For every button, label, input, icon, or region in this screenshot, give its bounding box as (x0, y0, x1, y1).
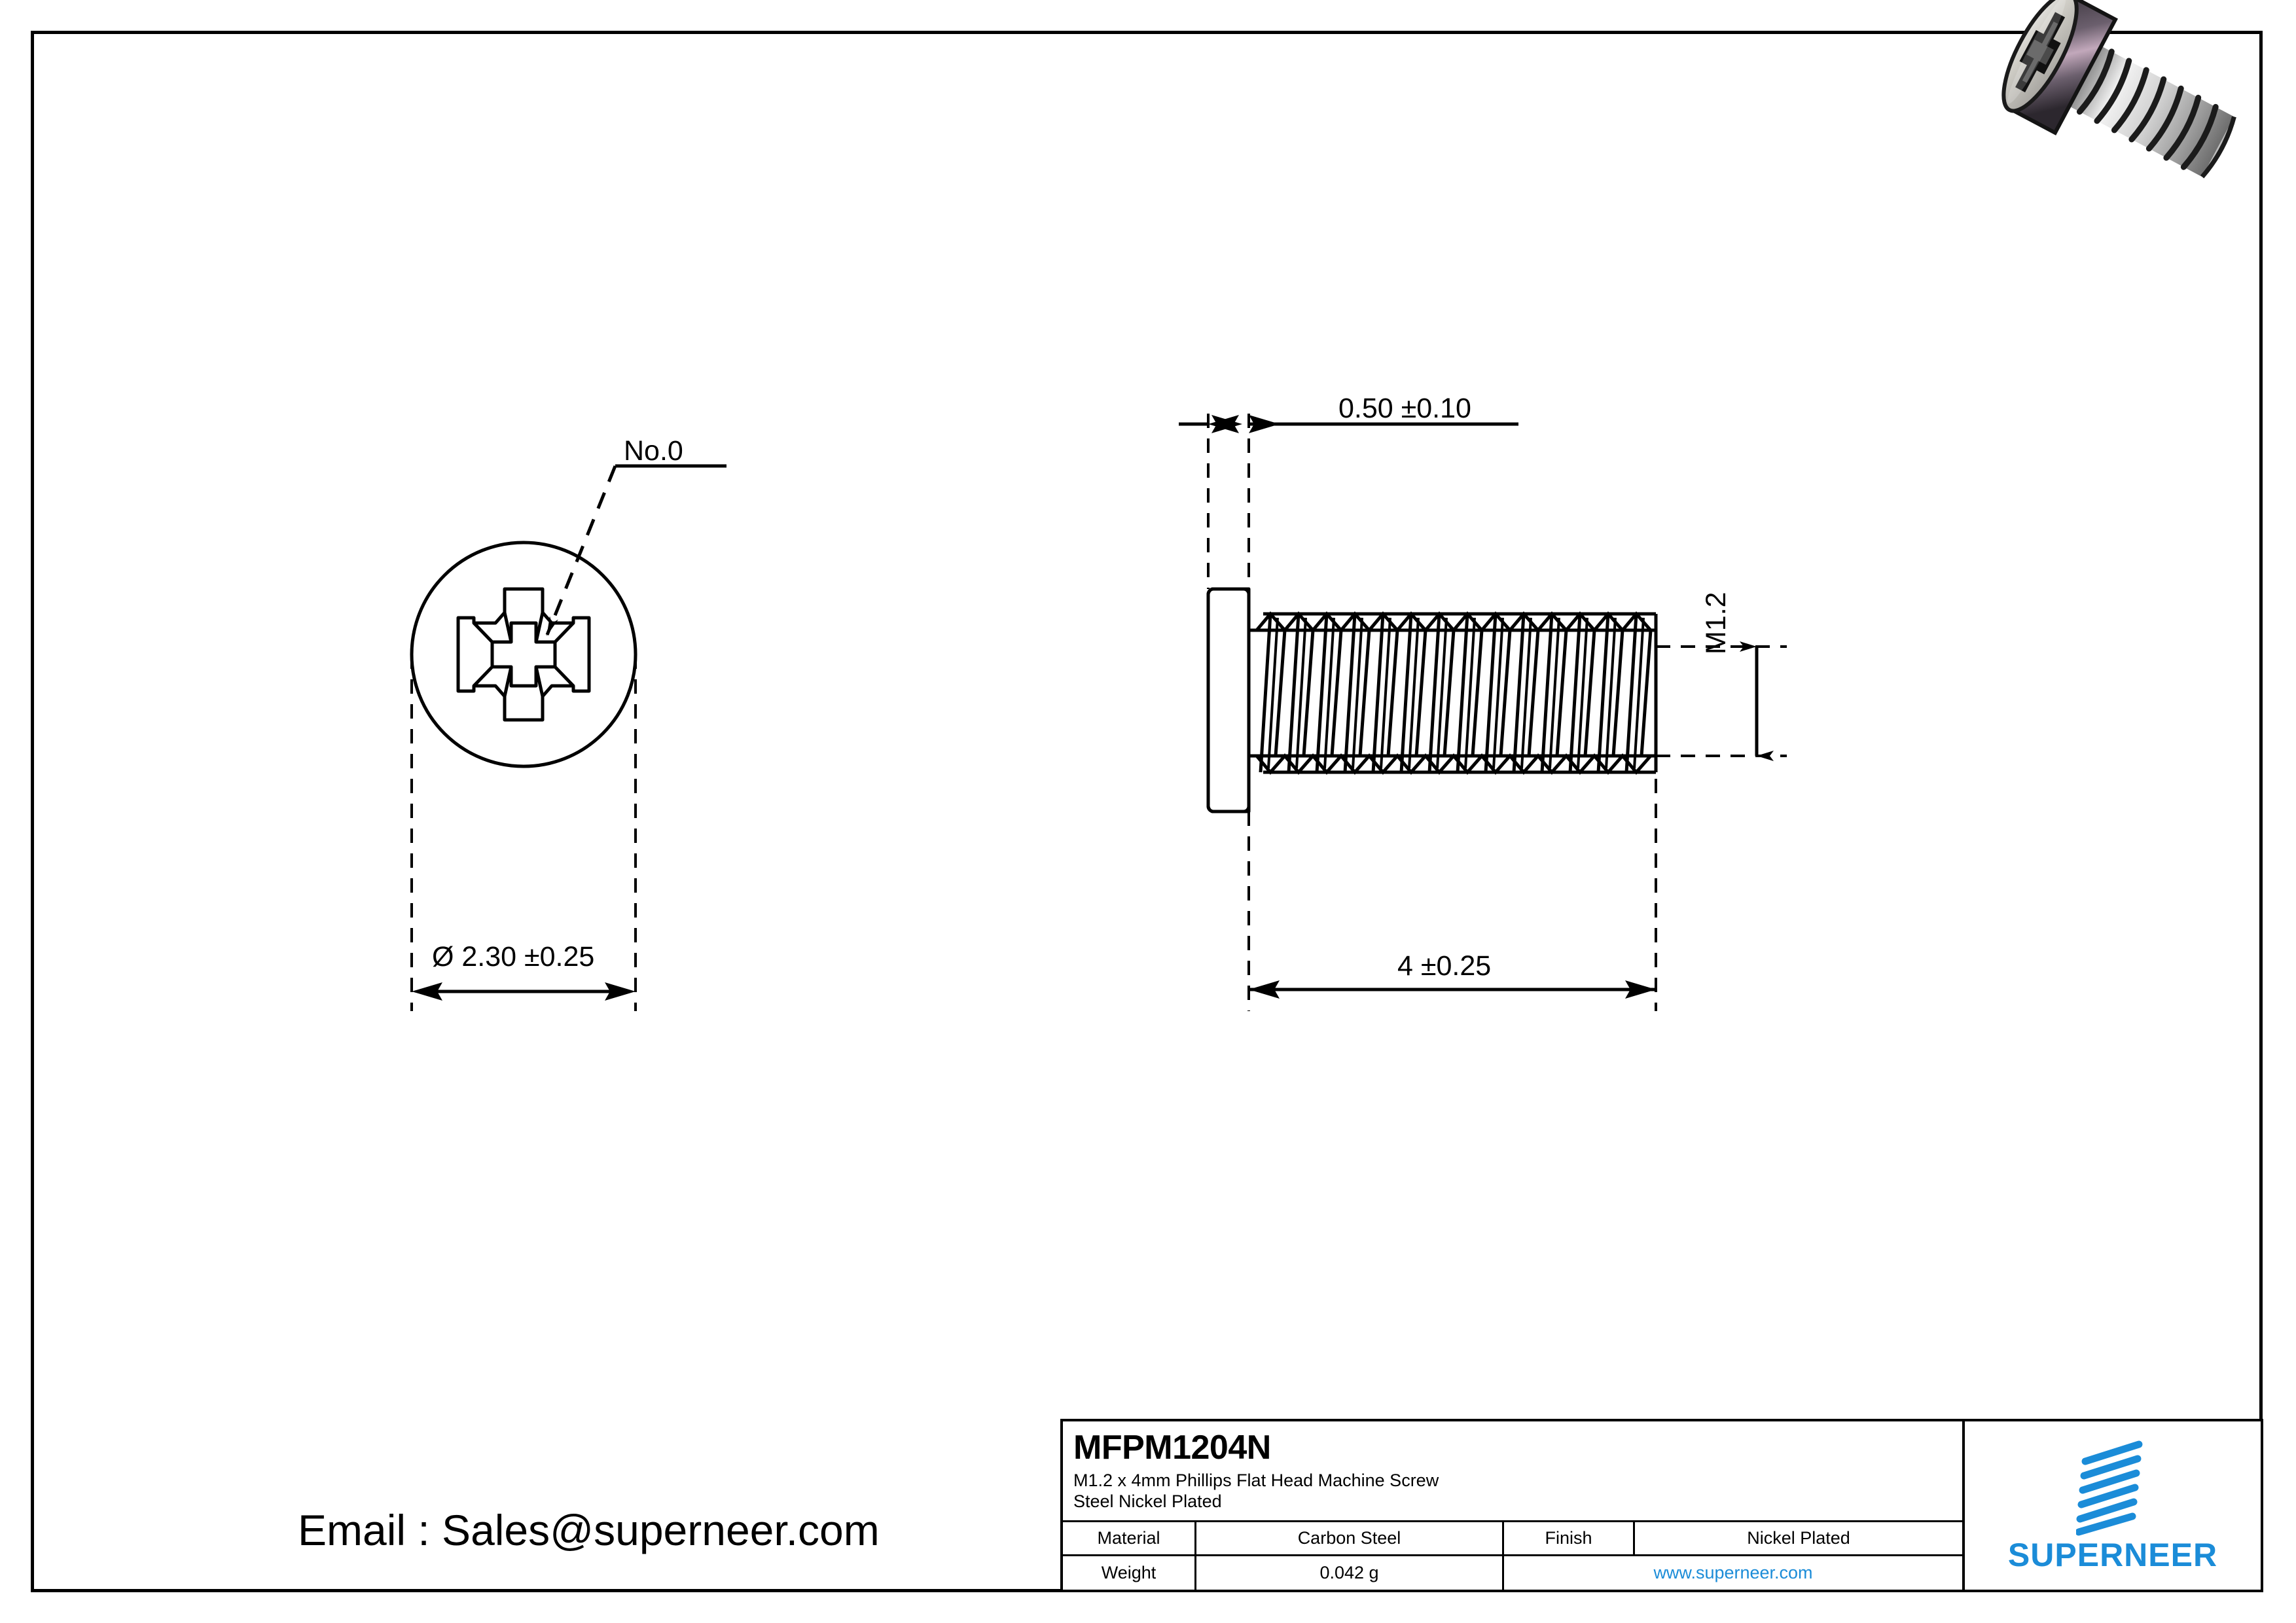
finish-value: Nickel Plated (1747, 1527, 1850, 1548)
weight-label: Weight (1063, 1556, 1196, 1590)
part-description-line-2: Steel Nickel Plated (1073, 1491, 1222, 1511)
part-number: MFPM1204N (1073, 1429, 1271, 1467)
drawing-border-frame (31, 31, 2263, 1592)
part-identity: MFPM1204N M1.2 x 4mm Phillips Flat Head … (1063, 1421, 1962, 1522)
contact-email: Email : Sales@superneer.com (298, 1506, 880, 1554)
material-label: Material (1063, 1522, 1196, 1554)
brand-name: SUPERNEER (2007, 1536, 2218, 1573)
thread-size-dimension: M1.2 (1700, 592, 1732, 654)
screw-length-dimension: 4 ±0.25 (1397, 950, 1492, 982)
material-value: Carbon Steel (1196, 1522, 1504, 1554)
finish-label: Finish (1504, 1522, 1635, 1554)
material-finish-row: Material Carbon Steel Finish Nickel Plat… (1063, 1522, 1962, 1556)
company-logo: SUPERNEER (1965, 1421, 2261, 1590)
drive-size-callout: No.0 (624, 435, 683, 467)
head-height-dimension: 0.50 ±0.10 (1338, 393, 1471, 424)
title-block-info: MFPM1204N M1.2 x 4mm Phillips Flat Head … (1063, 1421, 1965, 1590)
title-block: MFPM1204N M1.2 x 4mm Phillips Flat Head … (1060, 1419, 2263, 1592)
logo-slashes-icon (2075, 1439, 2149, 1536)
head-diameter-dimension: Ø 2.30 ±0.25 (432, 941, 595, 972)
website-link[interactable]: www.superneer.com (1653, 1562, 1813, 1582)
part-description-line-1: M1.2 x 4mm Phillips Flat Head Machine Sc… (1073, 1471, 1439, 1490)
weight-website-row: Weight 0.042 g www.superneer.com (1063, 1556, 1962, 1590)
weight-value: 0.042 g (1196, 1556, 1504, 1590)
